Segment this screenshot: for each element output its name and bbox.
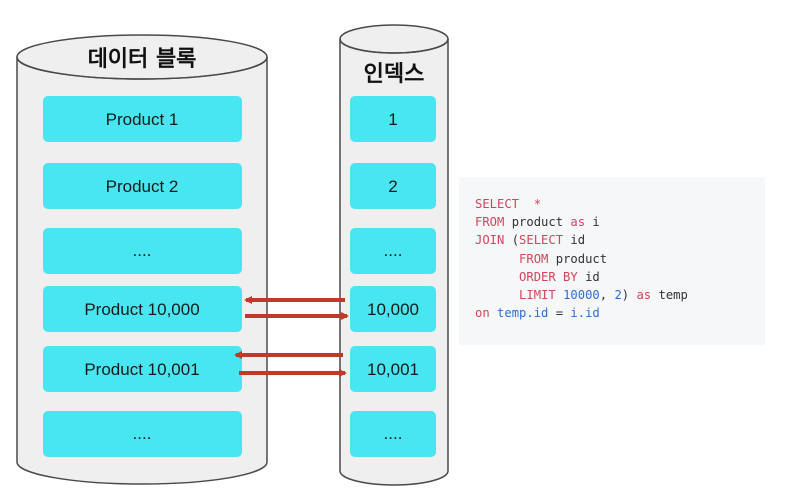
sql-token: SELECT — [519, 233, 564, 248]
index-cell-label: 10,000 — [367, 300, 419, 319]
sql-token: i — [585, 215, 600, 230]
data-cell-10000: Product 10,000 — [43, 286, 242, 332]
data-cell-label: Product 10,000 — [84, 300, 199, 319]
sql-token: i.id — [570, 306, 600, 321]
data-cell-label: .... — [133, 424, 152, 443]
sql-query: SELECT * FROM product as i JOIN (SELECT … — [475, 195, 688, 322]
index-cell-10001: 10,001 — [350, 346, 436, 392]
data-block-title: 데이터 블록 — [88, 47, 197, 72]
sql-token: , — [599, 288, 615, 303]
sql-token: product — [548, 251, 608, 266]
data-cell-ellipsis-1: .... — [43, 228, 242, 274]
index-cell-label: 10,001 — [367, 360, 419, 379]
sql-token: ( — [504, 233, 520, 248]
index-title: 인덱스 — [364, 62, 425, 87]
sql-token — [475, 252, 519, 266]
sql-code-block: SELECT * FROM product as i JOIN (SELECT … — [459, 177, 765, 345]
data-cell-label: Product 2 — [106, 177, 179, 196]
data-cell-ellipsis-2: .... — [43, 411, 242, 457]
sql-token: as — [570, 215, 586, 230]
sql-token: 2 — [614, 288, 622, 303]
sql-token: temp — [651, 288, 688, 303]
sql-token: 10000 — [563, 288, 600, 303]
sql-token: FROM — [519, 251, 549, 266]
index-cell-ellipsis-2: .... — [350, 411, 436, 457]
data-cell-2: Product 2 — [43, 163, 242, 209]
sql-token: as — [636, 288, 652, 303]
sql-token: LIMIT — [519, 288, 556, 303]
data-cell-label: .... — [133, 241, 152, 260]
sql-token: ) — [621, 288, 637, 303]
data-cell-label: Product 1 — [106, 110, 179, 129]
sql-token: JOIN — [475, 233, 505, 248]
sql-token: on — [475, 306, 490, 321]
data-cell-10001: Product 10,001 — [43, 346, 242, 392]
sql-token: FROM — [475, 215, 505, 230]
sql-token — [490, 306, 497, 320]
data-cell-label: Product 10,001 — [84, 360, 199, 379]
index-cell-label: .... — [384, 241, 403, 260]
sql-token: product — [504, 215, 571, 230]
sql-token: id — [577, 269, 600, 284]
sql-token — [556, 288, 563, 302]
index-cell-1: 1 — [350, 96, 436, 142]
sql-token — [475, 270, 519, 284]
data-cell-1: Product 1 — [43, 96, 242, 142]
sql-token: = — [548, 306, 571, 321]
index-cell-label: .... — [384, 424, 403, 443]
index-cell-2: 2 — [350, 163, 436, 209]
sql-token: SELECT * — [475, 197, 542, 211]
sql-token: temp.id — [497, 306, 549, 321]
sql-token — [475, 288, 519, 302]
sql-token: id — [563, 233, 586, 248]
index-cell-10000: 10,000 — [350, 286, 436, 332]
index-cell-ellipsis-1: .... — [350, 228, 436, 274]
index-cell-label: 1 — [388, 110, 397, 129]
index-cell-label: 2 — [388, 177, 397, 196]
sql-token: ORDER BY — [519, 269, 578, 284]
